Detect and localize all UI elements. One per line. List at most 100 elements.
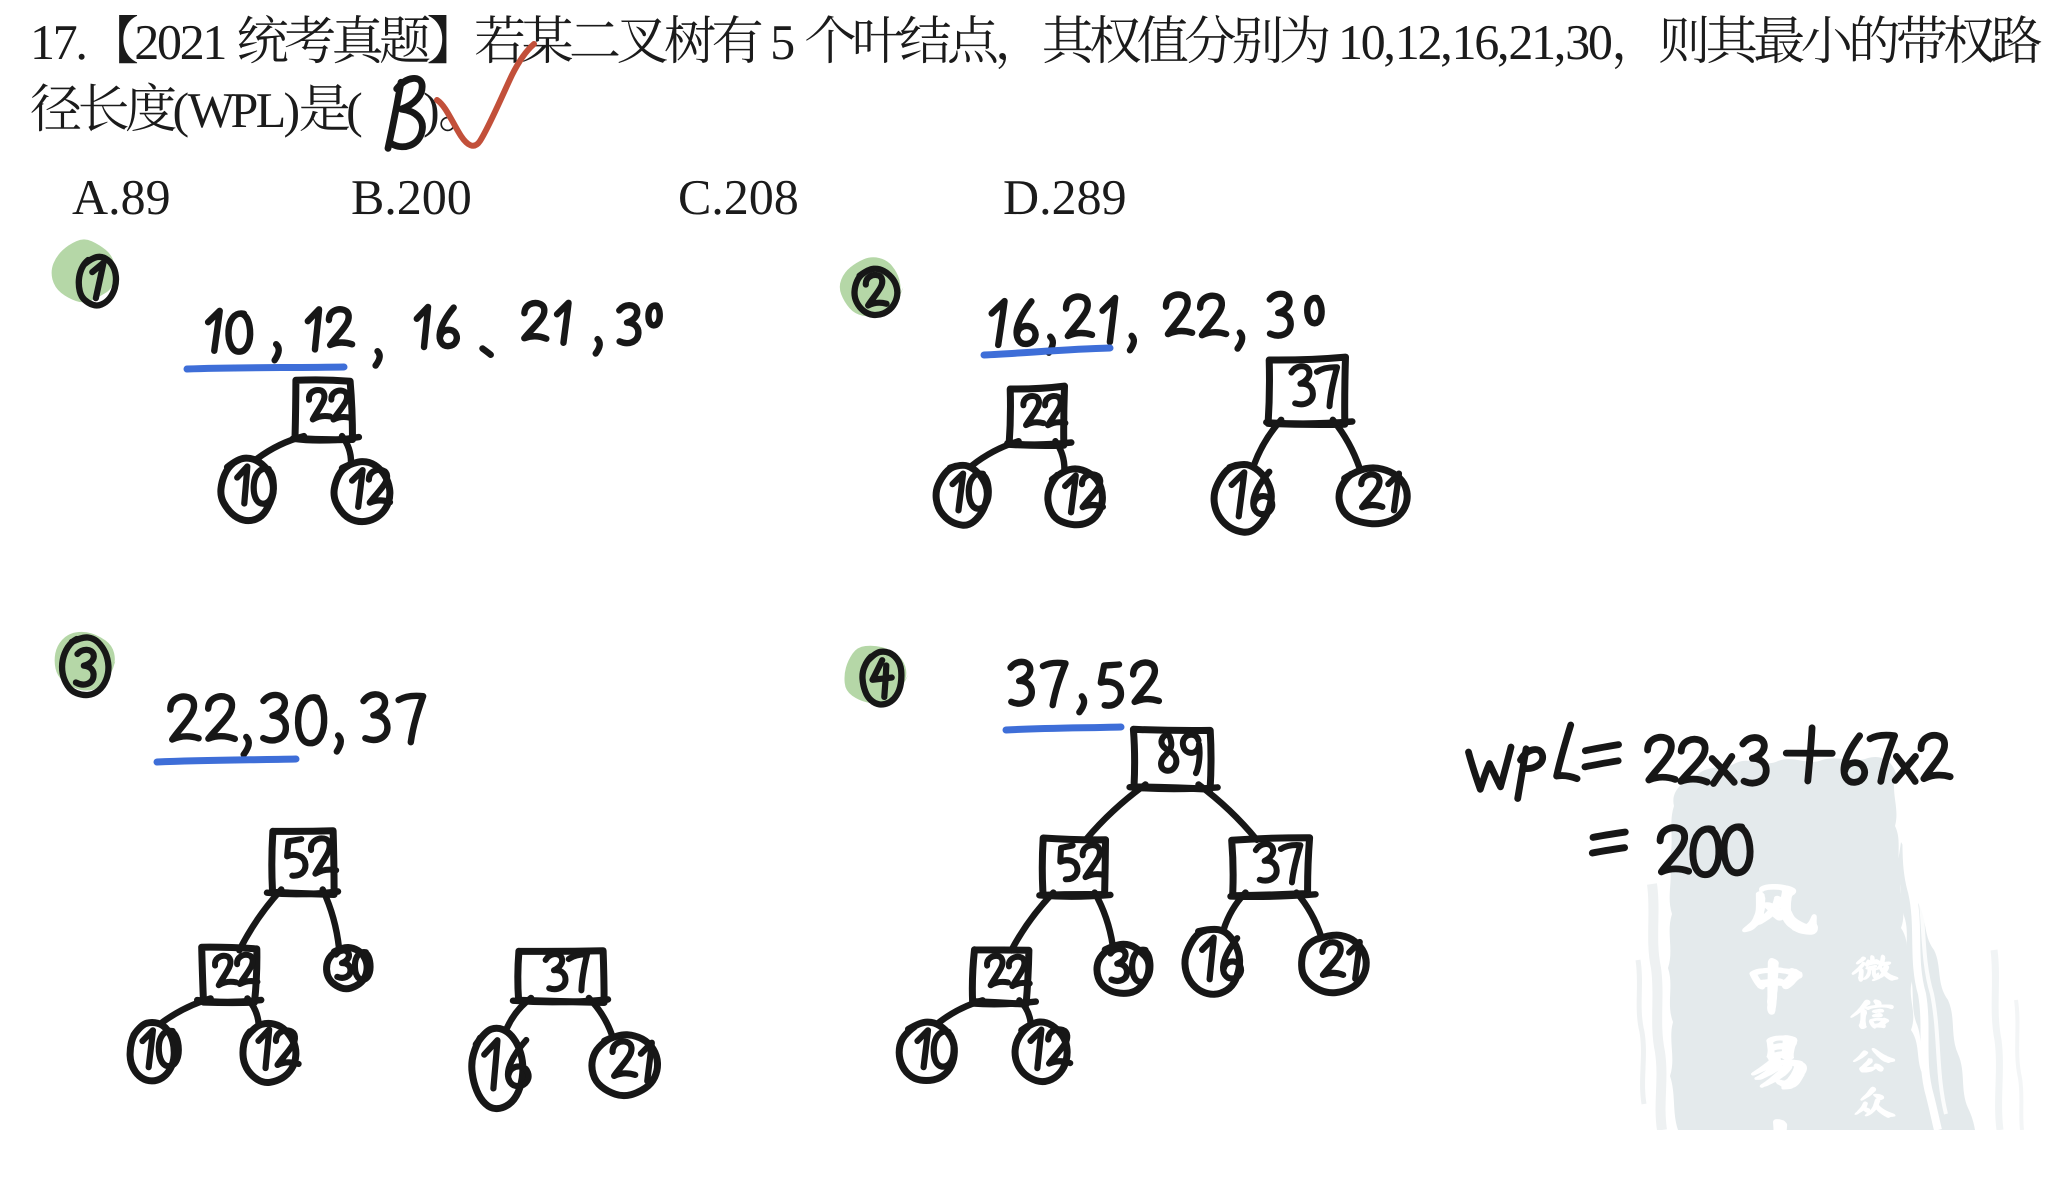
step-1-stroke [225, 310, 254, 355]
step-3-stroke [58, 634, 112, 699]
question-text-stroke [1510, 25, 1531, 59]
tree-node-52 [263, 827, 342, 898]
tree-node-21 [1298, 931, 1370, 997]
wpl-formula-stroke [1588, 844, 1629, 857]
question-text-stroke [1399, 25, 1417, 59]
tree-node-16 [468, 1024, 532, 1113]
tree-node-22-stroke [1042, 393, 1069, 429]
tree-node-12-stroke [1078, 471, 1106, 511]
tree-node-89-stroke [1158, 731, 1180, 774]
question-text-stroke [665, 15, 715, 64]
tree-node-16-stroke [1250, 468, 1276, 518]
step-1-stroke [304, 306, 323, 353]
option-c-text-stroke [750, 180, 772, 215]
question-text-stroke [1589, 25, 1611, 60]
question-text-stroke [806, 15, 855, 64]
question-text-stroke [1476, 25, 1498, 60]
tree-node-22-stroke [289, 433, 363, 444]
step-2-stroke [862, 271, 890, 309]
step-1-stroke [592, 335, 603, 357]
step-1-stroke [479, 345, 494, 359]
question-text-stroke [31, 83, 81, 132]
tree-node-22-stroke [193, 996, 265, 1006]
tree-node-37-stroke [1263, 418, 1356, 427]
option-b-text-stroke [448, 180, 470, 215]
option-c-text-stroke [775, 180, 797, 215]
tree-node-10-stroke [930, 1028, 957, 1070]
step-4-stroke [1007, 658, 1035, 707]
tree-node-21-stroke [637, 1039, 655, 1085]
step-3-stroke [333, 732, 345, 755]
step-4 [844, 645, 1370, 1086]
tree-node-12-stroke [1044, 465, 1106, 529]
tree-node-52-stroke [1079, 842, 1108, 881]
tree-node-12-stroke [365, 466, 394, 506]
tree-node-52-stroke [1057, 842, 1081, 883]
tree-node-12 [1011, 1018, 1074, 1086]
option-d-text-stroke [1004, 181, 1038, 215]
option-b-text-stroke [352, 181, 382, 215]
option-b-text-stroke [387, 208, 394, 215]
watermark-stroke [1742, 883, 1818, 935]
step-1 [51, 239, 663, 526]
option-a-text [72, 180, 169, 215]
tree-node-16 [1210, 461, 1276, 536]
question-text-stroke [257, 94, 284, 127]
tree-node-30-stroke [1129, 946, 1154, 985]
tree-node-89 [1126, 725, 1221, 793]
question-text-stroke [1555, 53, 1564, 67]
question-text-stroke [571, 21, 619, 56]
wpl-formula-stroke [1917, 731, 1954, 783]
option-d-text-stroke [1078, 180, 1100, 215]
step-3-tree-1-stroke [319, 886, 343, 952]
step-3-stroke [204, 693, 238, 743]
question-text-stroke [949, 15, 997, 63]
option-b-text-stroke [423, 180, 445, 215]
option-c-text-stroke [680, 180, 709, 215]
step-1-stroke [413, 303, 432, 351]
step-1-stroke [521, 299, 550, 342]
watermark-stroke [1749, 958, 1803, 1015]
tree-node-12-stroke [1062, 472, 1079, 516]
question-text-stroke [1442, 53, 1450, 67]
question-text-stroke [901, 15, 951, 64]
tree-node-10-stroke [217, 454, 277, 525]
tree-node-10 [217, 454, 277, 525]
watermark-stroke [1773, 1119, 1788, 1130]
step-3-stroke [167, 693, 202, 743]
tree-node-22 [193, 943, 265, 1007]
step-4-tree-1-stroke [1091, 889, 1116, 949]
question-text-stroke [1660, 15, 1707, 63]
step-3-stroke [260, 691, 290, 744]
tree-node-30-stroke [332, 947, 354, 981]
question-text-stroke [1945, 15, 1995, 64]
tree-node-16-stroke [504, 1036, 532, 1090]
watermark-stroke [2014, 999, 2024, 1130]
step-2-stroke [1304, 294, 1325, 327]
tree-node-30-stroke [1093, 940, 1153, 997]
question-text-stroke [231, 94, 257, 127]
tree-node-16-stroke [1198, 934, 1217, 983]
step-2-tree-2 [1210, 353, 1411, 536]
option-c-text-stroke [714, 208, 721, 215]
question-text-stroke [1138, 15, 1188, 63]
tree-node-52 [1036, 834, 1114, 900]
question-text-stroke [1992, 15, 2042, 64]
question-text-stroke [1419, 25, 1440, 59]
wpl-formula-stroke [1840, 732, 1869, 786]
question-text-stroke [1043, 15, 1092, 64]
tree-node-37-stroke [1227, 891, 1319, 901]
step-1-stroke [51, 239, 118, 303]
tree-node-10 [932, 461, 992, 529]
tree-node-10-stroke [250, 465, 277, 507]
question-text-stroke [348, 92, 362, 138]
question-text-stroke [1455, 25, 1474, 59]
tree-node-52-stroke [284, 836, 309, 879]
step-4-stroke [1076, 693, 1088, 716]
question-text-stroke [80, 83, 128, 132]
question-text-stroke [773, 26, 794, 60]
option-b-text [352, 180, 470, 215]
tree-node-37-stroke [1252, 841, 1280, 884]
step-1-stroke [89, 259, 107, 302]
underline-step-1 [183, 363, 348, 373]
